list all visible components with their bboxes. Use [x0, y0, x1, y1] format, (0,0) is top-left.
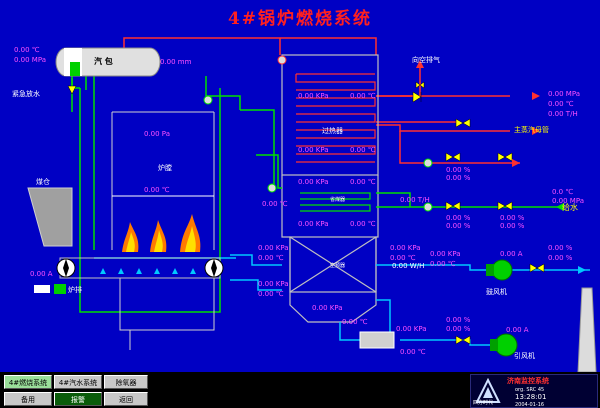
- blower-current: 0.00 A: [500, 250, 523, 258]
- nav-combustion-button[interactable]: 4#燃烧系统: [4, 375, 52, 389]
- drum-label: 汽 包: [94, 57, 113, 66]
- valve3-pct-1: 0.00 %: [500, 214, 525, 222]
- nav-alarm-button[interactable]: 报警: [54, 392, 102, 406]
- feedwater-label: 给水: [562, 203, 578, 212]
- furnace-pressure: 0.00 Pa: [144, 130, 171, 138]
- blower-pct-1: 0.00 %: [548, 244, 573, 252]
- company-name: 四方时代: [473, 400, 494, 406]
- dust-c: 0.00 ℃: [400, 348, 426, 356]
- steam-c: 0.00 ℃: [548, 100, 574, 108]
- drum-temp: 0.00 ℃: [14, 46, 40, 54]
- valve3-pct-2: 0.00 %: [500, 222, 525, 230]
- valve1-pct-2: 0.00 %: [446, 174, 471, 182]
- feed-mpa: 0.00 MPa: [552, 197, 585, 205]
- grate-conveyor: [56, 257, 224, 279]
- org-line: org. SRC 45: [515, 387, 545, 393]
- company-logo-panel: 四方时代 济南监控系统 org. SRC 45 13:28:01 2004-01…: [470, 374, 598, 408]
- sh-kpa-4: 0.00 KPa: [298, 220, 329, 228]
- ap-c-in: 0.00 ℃: [258, 254, 284, 262]
- main-steam-label: 主蒸汽母管: [514, 126, 549, 134]
- nav-steam-water-button[interactable]: 4#汽水系统: [54, 375, 102, 389]
- nav-back-button[interactable]: 返回: [104, 392, 148, 406]
- page-title: 4#锅炉燃烧系统: [227, 9, 373, 29]
- chimney-shape: [577, 287, 597, 372]
- emergency-drain-label: 紧急放水: [12, 90, 40, 98]
- process-diagram: [27, 37, 597, 372]
- grate-label: 炉排: [68, 286, 82, 294]
- dust-collector-shape: [359, 331, 395, 349]
- id-fan-current: 0.00 A: [506, 326, 529, 334]
- nav-deaerator-button[interactable]: 除氧器: [104, 375, 148, 389]
- dust-kpa: 0.00 KPa: [396, 325, 427, 333]
- ap-c-bot: 0.00 ℃: [342, 318, 368, 326]
- steam-mpa: 0.00 MPa: [548, 90, 581, 98]
- valve2-pct-1: 0.00 %: [446, 214, 471, 222]
- ap-c-low: 0.00 ℃: [258, 290, 284, 298]
- ap-c-out: 0.00 ℃: [390, 254, 416, 262]
- sh-kpa-2: 0.00 KPa: [298, 146, 329, 154]
- blower-label: 鼓风机: [486, 288, 507, 296]
- furnace-label: 炉膛: [158, 164, 172, 172]
- blower-fan: [486, 259, 513, 281]
- process-canvas: 4#锅炉燃烧系统 0.00 ℃ 0.00 MPa 汽 包 0.00 mm 紧急放…: [0, 0, 600, 372]
- coal-bunker-label: 煤仓: [36, 178, 50, 186]
- sh-c-1: 0.00 ℃: [350, 92, 376, 100]
- id-fan: [490, 333, 518, 357]
- ap-wh: 0.00 W/H: [392, 262, 425, 270]
- company-logo-icon: [475, 378, 501, 403]
- id-fan-pct-1: 0.00 %: [446, 316, 471, 324]
- bottom-nav-bar: 4#燃烧系统 4#汽水系统 除氧器 备用 报警 返回 四方时代 济南监控系统 o…: [0, 372, 600, 408]
- drum-pressure: 0.00 MPa: [14, 56, 47, 64]
- ap-kpa-low: 0.00 KPa: [258, 280, 289, 288]
- furnace-temp: 0.00 ℃: [144, 186, 170, 194]
- nav-standby-button[interactable]: 备用: [4, 392, 52, 406]
- steam-drum: [55, 47, 161, 77]
- ap-kpa-out: 0.00 KPa: [390, 244, 421, 252]
- clock-time: 13:28:01: [515, 393, 547, 401]
- sh-c-4: 0.00 ℃: [350, 220, 376, 228]
- coal-bunker-shape: [27, 187, 73, 247]
- sh-c-3: 0.00 ℃: [350, 178, 376, 186]
- id-fan-label: 引风机: [514, 352, 535, 360]
- superheater-label: 过热器: [322, 127, 343, 135]
- ap-kpa-in: 0.00 KPa: [258, 244, 289, 252]
- flames: [122, 214, 201, 252]
- clock-date: 2004-01-16: [515, 402, 545, 408]
- vent-label: 向空排气: [412, 56, 440, 64]
- blower-c: 0.00 ℃: [430, 260, 456, 268]
- feed-temp: 0.0 ℃: [552, 188, 574, 196]
- sh-kpa-3: 0.00 KPa: [298, 178, 329, 186]
- steam-th: 0.00 T/H: [548, 110, 578, 118]
- sh-kpa-1: 0.00 KPa: [298, 92, 329, 100]
- valve2-pct-2: 0.00 %: [446, 222, 471, 230]
- id-fan-pct-2: 0.00 %: [446, 325, 471, 333]
- drum-level: 0.00 mm: [160, 58, 192, 66]
- sh-c-2: 0.00 ℃: [350, 146, 376, 154]
- economizer-th: 0.00 T/H: [400, 196, 430, 204]
- valve1-pct-1: 0.00 %: [446, 166, 471, 174]
- system-name: 济南监控系统: [507, 377, 549, 385]
- economizer-label: 省煤器: [330, 197, 346, 203]
- air-preheater-label: 空预器: [330, 263, 346, 269]
- mid-temp: 0.00 ℃: [262, 200, 288, 208]
- grate-current: 0.00 A: [30, 270, 53, 278]
- blower-kpa: 0.00 KPa: [430, 250, 461, 258]
- blower-pct-2: 0.00 %: [548, 254, 573, 262]
- ap-kpa-bot: 0.00 KPa: [312, 304, 343, 312]
